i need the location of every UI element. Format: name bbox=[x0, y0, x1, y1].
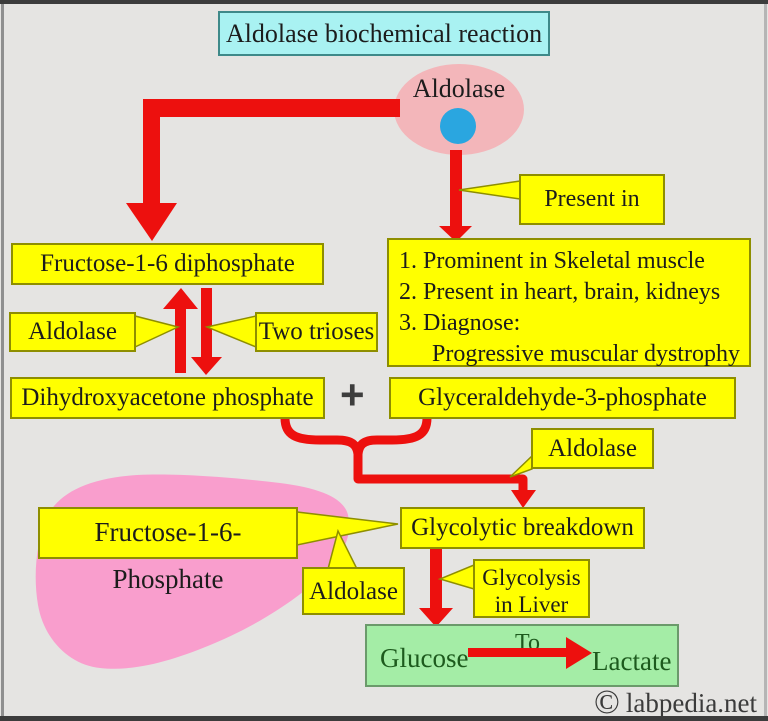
node-dihydroxyacetone: Dihydroxyacetone phosphate bbox=[10, 377, 325, 419]
arrow-breakdown-to-glucose bbox=[419, 549, 453, 627]
callout-aldolase-mid: Aldolase bbox=[531, 428, 654, 469]
glycolysis-liver-line1: Glycolysis bbox=[482, 565, 581, 590]
node-fructose-diphosphate: Fructose-1-6 diphosphate bbox=[11, 243, 324, 285]
frame-right bbox=[764, 4, 767, 716]
pointer-present-in bbox=[458, 180, 521, 200]
arrow-down-reversible bbox=[191, 288, 222, 375]
presence-list-box: 1. Prominent in Skeletal muscle 2. Prese… bbox=[387, 238, 751, 367]
diagram-title: Aldolase biochemical reaction bbox=[218, 11, 550, 56]
presence-item-3b: Progressive muscular dystrophy bbox=[432, 341, 740, 367]
presence-item-3: 3. Diagnose: bbox=[399, 310, 521, 336]
copyright: © labpedia.net bbox=[594, 686, 757, 720]
callout-present-in: Present in bbox=[519, 174, 665, 225]
enzyme-ellipse: Aldolase bbox=[394, 64, 524, 155]
presence-item-1: 1. Prominent in Skeletal muscle bbox=[399, 248, 705, 274]
arrow-ellipse-to-list bbox=[439, 150, 472, 242]
callout-aldolase-bottom: Aldolase bbox=[302, 567, 405, 615]
node-glyceraldehyde: Glyceraldehyde-3-phosphate bbox=[389, 377, 736, 419]
arrow-up-reversible bbox=[163, 288, 198, 373]
plus-sign: + bbox=[340, 371, 365, 418]
pointer-fructose-phosphate bbox=[296, 511, 399, 546]
pointer-aldolase-mid bbox=[509, 454, 533, 478]
arrow-ellipse-to-fructose bbox=[126, 99, 400, 241]
glucose-label: Glucose bbox=[380, 643, 469, 673]
node-glycolytic-breakdown: Glycolytic breakdown bbox=[400, 507, 645, 549]
frame-bottom bbox=[0, 716, 768, 721]
to-label: To bbox=[515, 630, 540, 656]
callout-aldolase-left: Aldolase bbox=[9, 312, 136, 352]
copyright-icon: © bbox=[594, 684, 620, 721]
result-box: Glucose To Lactate bbox=[365, 624, 679, 687]
arrow-merge-head bbox=[511, 490, 536, 508]
arrow-merge-brace bbox=[280, 417, 528, 491]
frame-top bbox=[0, 0, 768, 4]
node-fructose-phosphate: Fructose-1-6-Phosphate bbox=[38, 507, 298, 594]
site-name: labpedia.net bbox=[625, 687, 758, 718]
enzyme-label: Aldolase bbox=[412, 74, 506, 103]
nucleus-dot-icon bbox=[440, 108, 476, 144]
callout-glycolysis-liver: Glycolysis in Liver bbox=[473, 559, 590, 618]
pointer-two-trioses bbox=[204, 315, 257, 349]
pointer-aldolase-bottom bbox=[327, 528, 359, 570]
lactate-label: Lactate bbox=[592, 646, 672, 676]
callout-two-trioses: Two trioses bbox=[255, 312, 378, 352]
glycolysis-liver-line2: in Liver bbox=[494, 592, 569, 617]
pointer-glycolysis-liver bbox=[437, 563, 475, 591]
frame-left bbox=[1, 4, 4, 716]
pointer-aldolase-left bbox=[134, 315, 181, 349]
presence-item-2: 2. Present in heart, brain, kidneys bbox=[399, 279, 721, 305]
